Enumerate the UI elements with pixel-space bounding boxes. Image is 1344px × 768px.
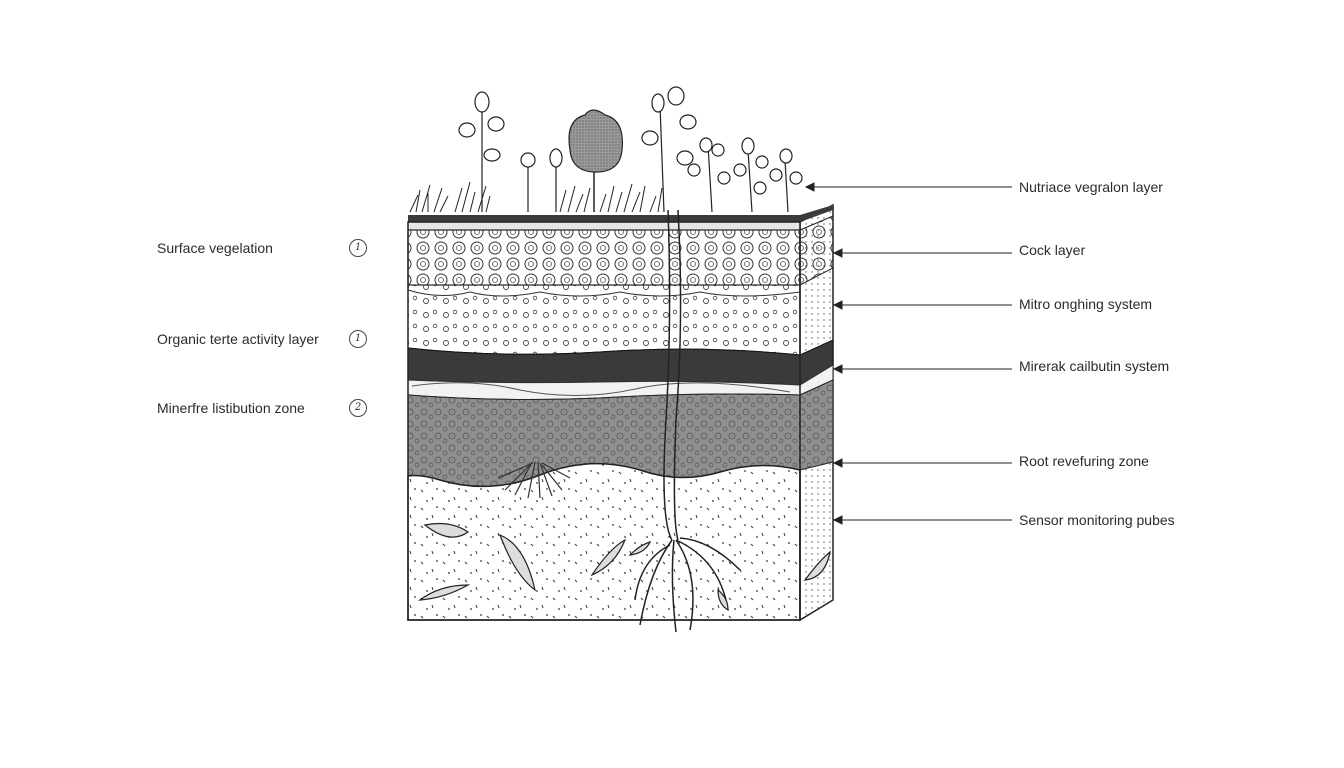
left-label-surface-vegetation: Surface vegelation bbox=[157, 240, 273, 256]
left-label-mineral-distribution: Minerfre listibution zone bbox=[157, 400, 305, 416]
left-marker-1: 1 bbox=[349, 239, 367, 257]
cork-layer-band bbox=[407, 229, 801, 286]
surface-layer bbox=[407, 205, 833, 231]
label-arrows bbox=[804, 182, 1012, 525]
left-marker-3: 2 bbox=[349, 399, 367, 417]
right-label-micro-system: Mitro onghing system bbox=[1019, 296, 1153, 312]
right-label-root-zone: Root revefuring zone bbox=[1019, 453, 1149, 469]
root-icon bbox=[497, 461, 571, 499]
right-label-sensor-probes: Sensor monitoring pubes bbox=[1019, 512, 1175, 528]
plant-icon bbox=[458, 86, 803, 213]
lower-soil-band bbox=[407, 462, 801, 621]
left-marker-2: 1 bbox=[349, 330, 367, 348]
right-label-mineral-system: Mirerak cailbutin system bbox=[1019, 358, 1170, 374]
right-label-nutrient-vegetation: Nutriace vegralon layer bbox=[1019, 179, 1163, 195]
grass-icon bbox=[409, 181, 663, 213]
left-label-organic-activity: Organic terte activity layer bbox=[157, 331, 319, 347]
tree-icon bbox=[568, 109, 623, 212]
stone-icon bbox=[417, 522, 831, 612]
right-label-cork-layer: Cock layer bbox=[1019, 242, 1086, 258]
